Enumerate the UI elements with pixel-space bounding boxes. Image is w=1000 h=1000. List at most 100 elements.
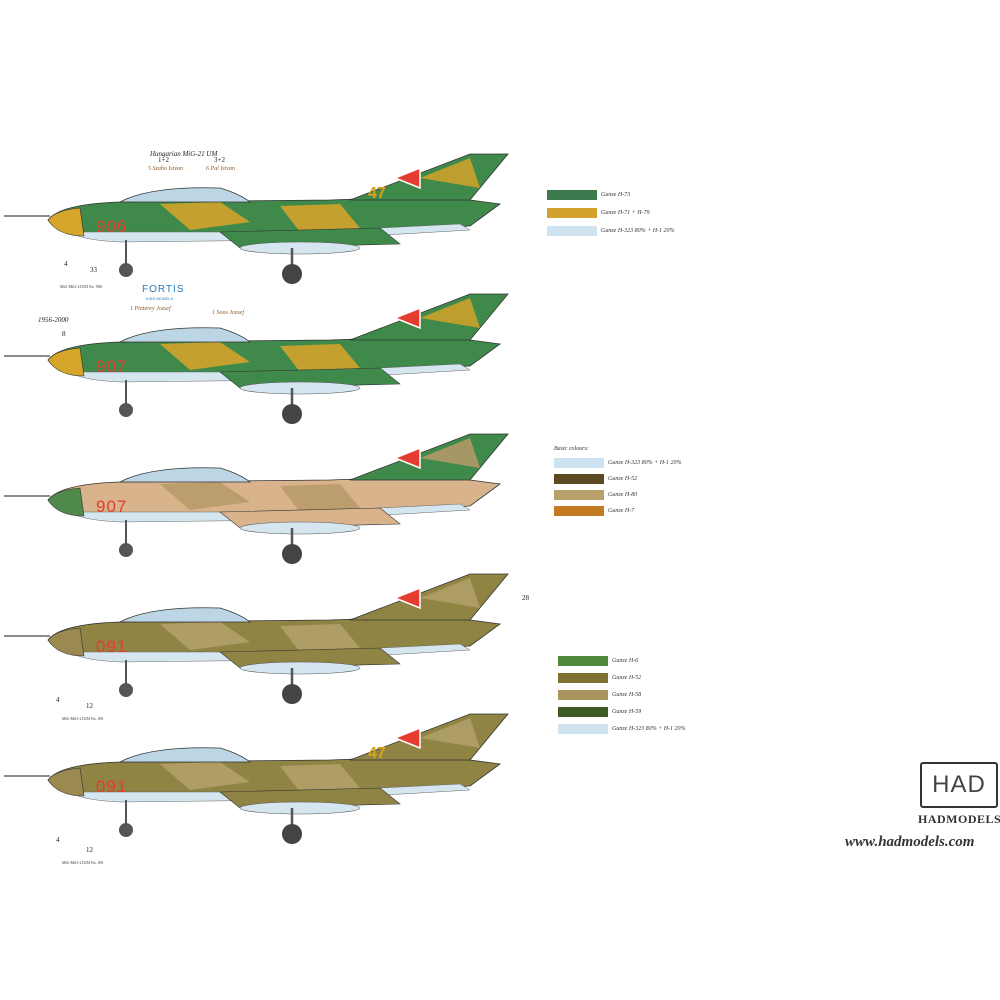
had-logo: HAD bbox=[920, 762, 998, 808]
color-swatch bbox=[547, 226, 597, 236]
camo-patch bbox=[280, 204, 360, 232]
callout-number: 4 bbox=[64, 260, 68, 268]
main-wheel bbox=[282, 544, 302, 564]
basic-colours-title: Basic colours: bbox=[554, 446, 589, 452]
nose-wheel bbox=[119, 403, 133, 417]
aircraft-profile-907-tan: 907 bbox=[4, 433, 509, 564]
tail-number: 47 bbox=[368, 745, 386, 762]
camo-patch bbox=[280, 344, 360, 372]
callout-number: 8 bbox=[62, 330, 66, 338]
camo-patch bbox=[160, 622, 250, 650]
color-swatch bbox=[558, 673, 608, 683]
swatch-row: Gunze H-59 bbox=[558, 707, 641, 717]
color-swatch bbox=[558, 656, 608, 666]
tail-roundel bbox=[392, 446, 421, 470]
aircraft-profile-091-a: 091 bbox=[4, 573, 509, 704]
swatch-row: Gunze H-323 80% + H-1 20% bbox=[558, 724, 686, 734]
camo-patch bbox=[160, 762, 250, 790]
tail-camo bbox=[420, 578, 480, 608]
swatch-label: Gunze H-58 bbox=[612, 692, 642, 698]
callout-number: 28 bbox=[522, 594, 529, 602]
nose-wheel bbox=[119, 263, 133, 277]
callout-number: 1+2 bbox=[158, 156, 169, 164]
nose-cone bbox=[47, 627, 85, 657]
swatch-label: Gunze H-71 + H-79 bbox=[601, 210, 650, 216]
callout-note: 1 Pinterey Jozsef bbox=[130, 306, 171, 312]
callout-note: 1 Soos Jozsef bbox=[212, 310, 244, 316]
callout-number: 33 bbox=[90, 266, 97, 274]
aircraft-number: 907 bbox=[96, 497, 127, 516]
color-swatch bbox=[554, 458, 604, 468]
tail-camo bbox=[420, 718, 480, 748]
camo-patch bbox=[160, 342, 250, 370]
tail-roundel bbox=[392, 306, 421, 330]
drop-tank bbox=[239, 801, 361, 815]
camo-patch bbox=[160, 482, 250, 510]
color-swatch bbox=[558, 690, 608, 700]
canopy bbox=[119, 187, 252, 203]
nose-wheel bbox=[119, 543, 133, 557]
callout-number: 12 bbox=[86, 846, 93, 854]
aircraft-number: 906 bbox=[96, 217, 127, 236]
nose-cone bbox=[47, 767, 85, 797]
swatch-row: Gunze H-71 + H-79 bbox=[547, 208, 650, 218]
swatch-label: Gunze H-52 bbox=[608, 476, 638, 482]
swatch-label: Gunze H-52 bbox=[612, 675, 642, 681]
callout-note: 5 Szabo Istvan bbox=[148, 166, 183, 172]
tail-roundel bbox=[392, 726, 421, 750]
drop-tank bbox=[239, 241, 361, 255]
aircraft-profile-907: 907 bbox=[4, 293, 509, 424]
swatch-label: Gunze H-6 bbox=[612, 658, 639, 664]
aircraft-number: 091 bbox=[96, 637, 127, 656]
nose-wheel bbox=[119, 683, 133, 697]
color-swatch bbox=[558, 724, 608, 734]
camo-patch bbox=[280, 624, 360, 652]
camo-patch bbox=[160, 202, 250, 230]
nose-cone bbox=[47, 207, 85, 237]
swatch-row: Gunze H-58 bbox=[558, 690, 641, 700]
brand-url: www.hadmodels.com bbox=[845, 834, 975, 850]
tail-roundel bbox=[392, 586, 421, 610]
swatch-label: Gunze H-323 80% + H-1 20% bbox=[612, 726, 686, 732]
swatch-row: Gunze H-52 bbox=[554, 474, 637, 484]
anniversary-text: 1956-2000 bbox=[38, 316, 69, 324]
swatch-row: Gunze H-323 80% + H-1 20% bbox=[547, 226, 675, 236]
aircraft-number: 091 bbox=[96, 777, 127, 796]
canopy bbox=[119, 467, 252, 483]
color-swatch bbox=[554, 490, 604, 500]
main-wheel bbox=[282, 264, 302, 284]
swatch-row: Gunze H-80 bbox=[554, 490, 637, 500]
callout-number: 12 bbox=[86, 702, 93, 710]
swatch-label: Gunze H-323 80% + H-1 20% bbox=[608, 460, 682, 466]
fortis-logo-text: FORTIS bbox=[142, 284, 185, 295]
fortis-logo-subtext: KISS MODELS bbox=[146, 296, 174, 301]
camo-patch bbox=[280, 764, 360, 792]
swatch-row: Gunze H-52 bbox=[558, 673, 641, 683]
had-logo-text: HAD bbox=[932, 771, 986, 798]
swatch-row: Gunze H-6 bbox=[558, 656, 638, 666]
main-wheel bbox=[282, 404, 302, 424]
callout-number: 4 bbox=[56, 836, 60, 844]
nose-wheel bbox=[119, 823, 133, 837]
page-title: Hungarian MiG-21 UM bbox=[150, 150, 218, 158]
aircraft-profile-091-b: 091 47 bbox=[4, 713, 509, 844]
stencil-text: MiG MiG-21UM No. 906 bbox=[60, 284, 102, 289]
color-swatch bbox=[558, 707, 608, 717]
canopy bbox=[119, 327, 252, 343]
main-wheel bbox=[282, 684, 302, 704]
swatch-row: Gunze H-323 80% + H-1 20% bbox=[554, 458, 682, 468]
tail-roundel bbox=[392, 166, 421, 190]
aircraft-number: 907 bbox=[96, 357, 127, 376]
swatch-row: Gunze H-7 bbox=[554, 506, 634, 516]
swatch-label: Gunze H-59 bbox=[612, 709, 642, 715]
swatch-label: Gunze H-80 bbox=[608, 492, 638, 498]
main-wheel bbox=[282, 824, 302, 844]
color-swatch bbox=[547, 208, 597, 218]
drop-tank bbox=[239, 521, 361, 535]
swatch-label: Gunze H-73 bbox=[601, 192, 631, 198]
anniversary-emblem: 1956-2000 bbox=[34, 310, 84, 328]
drop-tank bbox=[239, 661, 361, 675]
tail-camo bbox=[420, 298, 480, 328]
camo-patch bbox=[280, 484, 360, 512]
